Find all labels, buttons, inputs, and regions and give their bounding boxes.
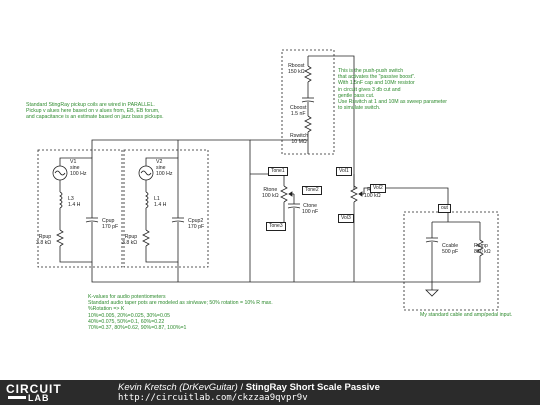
cboost-plate <box>301 100 315 103</box>
label-rtone: Rtone 100 kΩ <box>262 187 279 199</box>
tag-vol1: Vol1 <box>336 167 352 176</box>
label-ccable: Ccable 500 pF <box>442 243 459 255</box>
rtone-pot <box>280 185 288 203</box>
ramp-resistor <box>476 239 484 257</box>
label-l3: L3 1.4 H <box>68 196 81 208</box>
circuit-title: Kevin Kretsch (DrKevGuitar) / StingRay S… <box>118 382 380 393</box>
logo-mark-icon <box>8 396 26 399</box>
ctone-plate <box>287 206 301 209</box>
label-rswitch: Rswitch 10 MΩ <box>290 133 309 145</box>
ground-icon <box>425 289 439 297</box>
note-pushpush: This is the push-push switch that activa… <box>338 68 447 112</box>
tag-vol3: Vol3 <box>338 214 354 223</box>
sine-icon <box>54 170 66 176</box>
l1-inductor <box>145 191 149 209</box>
label-l1: L1 1.4 H <box>154 196 167 208</box>
rswitch-resistor <box>304 115 312 133</box>
rpup1-resistor <box>56 229 64 247</box>
tag-vol2: Vol2 <box>370 184 386 193</box>
pickup1-box <box>37 149 123 268</box>
label-cpup2: Cpup2 170 pF <box>188 218 205 230</box>
schematic-wires <box>37 49 499 311</box>
label-v2: V2 sine 100 Hz <box>156 159 173 177</box>
circuit-url-link[interactable]: http://circuitlab.com/ckzzaa9qvpr9v <box>118 393 308 403</box>
l3-inductor <box>59 191 63 209</box>
tag-out: out <box>438 204 451 213</box>
label-rpup1: Rpup 3.8 kΩ <box>36 234 52 246</box>
label-v1: V1 sine 100 Hz <box>70 159 87 177</box>
logo-word-top: CIRCUIT <box>6 382 62 396</box>
label-cpup1: Cpup 170 pF <box>102 218 119 230</box>
footer-bar: CIRCUIT LAB Kevin Kretsch (DrKevGuitar) … <box>0 380 540 405</box>
label-rboost: Rboost 150 kΩ <box>288 63 305 75</box>
rpup2-resistor <box>142 229 150 247</box>
wire-hot-bus <box>91 139 251 282</box>
ccable-plate <box>425 240 439 243</box>
wiper-arrow-icon <box>288 191 293 197</box>
title-separator: / <box>237 382 246 393</box>
wire <box>59 258 93 263</box>
note-pickups: Standard StingRay pickup coils are wired… <box>26 102 164 121</box>
sine-icon <box>140 170 152 176</box>
tag-tone2: Tone2 <box>302 186 322 195</box>
logo-word-bottom: LAB <box>28 393 50 403</box>
wiper-arrow-icon <box>358 191 363 197</box>
author-name: Kevin Kretsch (DrKevGuitar) <box>118 382 238 393</box>
cable-box <box>403 211 499 311</box>
rboost-resistor <box>304 65 312 83</box>
rvol-pot <box>350 185 358 203</box>
wire <box>59 157 93 162</box>
wire-ground-bus <box>91 262 432 283</box>
label-cboost: Cboost 1.5 nF <box>290 105 307 117</box>
wire <box>145 258 179 263</box>
pickup2-box <box>123 149 209 268</box>
tag-tone3: Tone3 <box>266 222 286 231</box>
wire <box>308 55 355 190</box>
note-cable: My standard cable and amp/pedal input. <box>420 312 513 318</box>
cpup2-plate <box>171 220 185 223</box>
schematic-canvas: Standard StingRay pickup coils are wired… <box>26 49 513 332</box>
label-ctone: Ctone 100 nF <box>302 203 319 215</box>
label-rpup2: Rpup 3.8 kΩ <box>122 234 138 246</box>
tag-tone1: Tone1 <box>268 167 288 176</box>
wire <box>432 256 481 283</box>
circuit-name: StingRay Short Scale Passive <box>245 382 380 393</box>
note-kvalues: K-values for audio potentiometers Standa… <box>88 294 273 332</box>
circuitlab-logo[interactable]: CIRCUIT LAB <box>6 382 86 403</box>
wire <box>145 157 179 162</box>
cpup1-plate <box>85 220 99 223</box>
label-ramp: Ramp 830 kΩ <box>474 243 491 255</box>
